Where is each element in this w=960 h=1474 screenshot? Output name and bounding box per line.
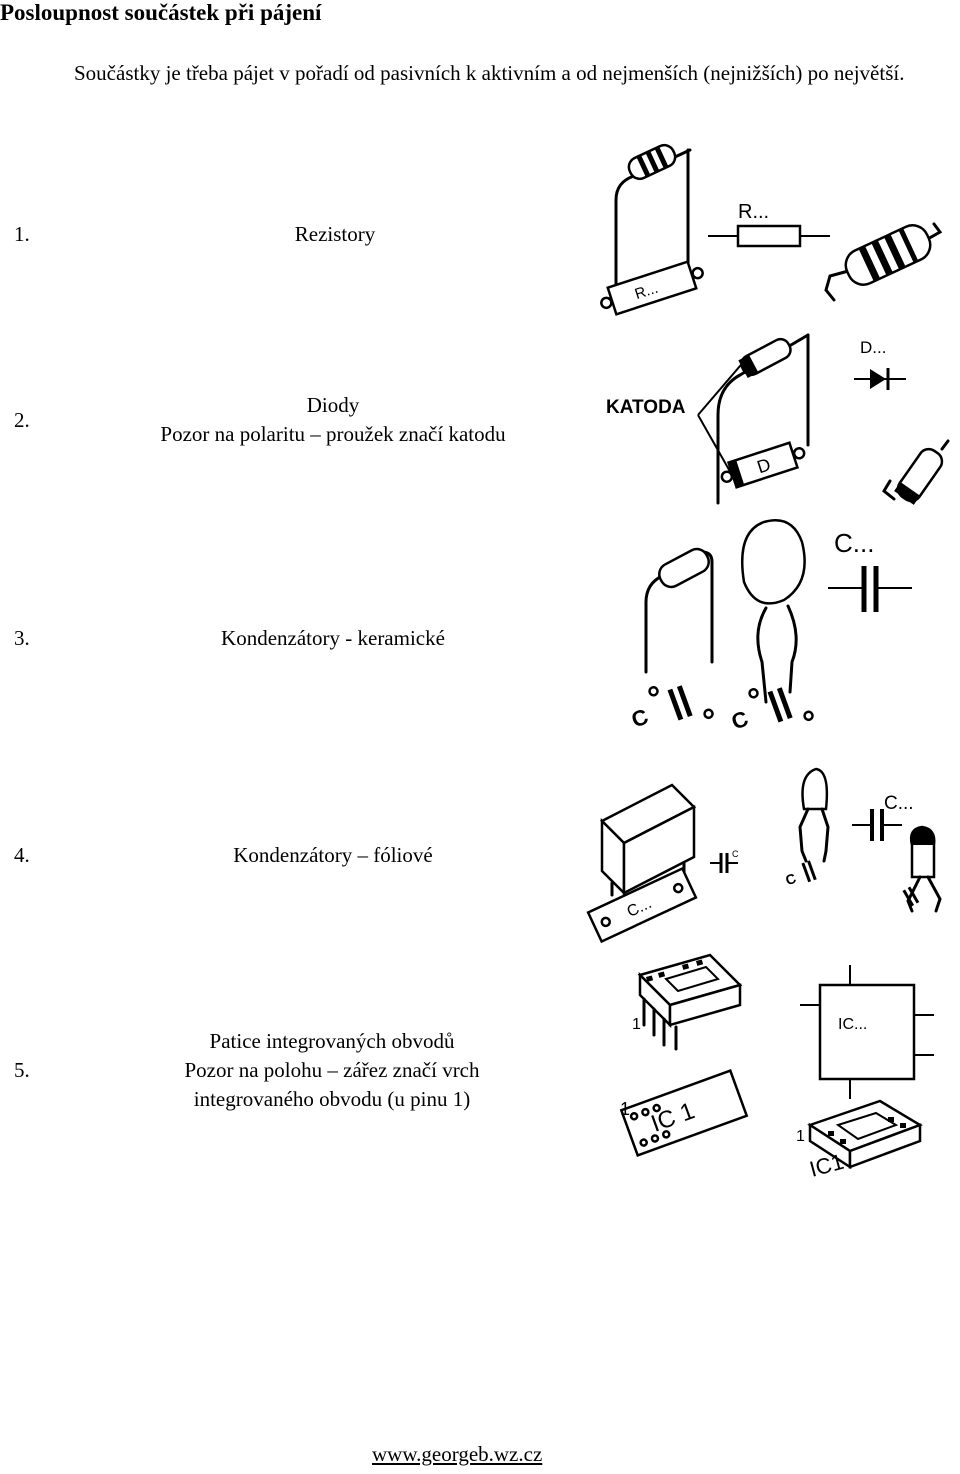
section-5-line-2: Pozor na polohu – zářez značí vrch	[184, 1058, 480, 1082]
section-1-number: 1.	[14, 222, 30, 246]
diode-symbol-label: D...	[860, 338, 886, 357]
ceramic-board-b-label: C	[728, 706, 752, 735]
section-3-number: 3.	[14, 626, 30, 650]
section-3-label: Kondenzátory - keramické	[221, 626, 445, 650]
section-5-label: Patice integrovaných obvodů Pozor na pol…	[140, 1027, 524, 1114]
film-capacitor-illustration: C... C C C...	[586, 767, 942, 944]
film-symbol-label: C...	[884, 793, 914, 814]
page-title: Posloupnost součástek při pájení	[0, 0, 322, 25]
diode-illustration: KATODA D D...	[606, 333, 950, 505]
section-1-label: Rezistory	[294, 222, 376, 246]
intro-paragraph: Součástky je třeba pájet v pořadí od pas…	[74, 61, 905, 85]
section-4-number: 4.	[14, 843, 30, 867]
resistor-illustration: R... R...	[600, 143, 943, 316]
section-2-label: Diody Pozor na polaritu – proužek značí …	[110, 391, 556, 449]
ic-symbol-label: IC...	[838, 1016, 867, 1033]
section-5-line-1: Patice integrovaných obvodů	[209, 1029, 455, 1053]
section-2-number: 2.	[14, 408, 30, 432]
section-2-line-2: Pozor na polaritu – proužek značí katodu	[160, 422, 506, 446]
footer-link[interactable]: www.georgeb.wz.cz	[372, 1442, 543, 1466]
film-small-b-label: C	[783, 870, 798, 888]
resistor-board-label: R...	[633, 280, 660, 303]
section-4-label: Kondenzátory – fóliové	[233, 843, 433, 867]
ic-pin1-c-label: 1	[796, 1128, 805, 1145]
katoda-label: KATODA	[606, 397, 686, 418]
section-5-line-3: integrovaného obvodu (u pinu 1)	[193, 1087, 471, 1111]
diode-board-label: D	[755, 454, 774, 477]
section-5-number: 5.	[14, 1058, 30, 1082]
ic-pin1-a-label: 1	[632, 1016, 641, 1033]
ic-board-b-label: IC1	[807, 1149, 847, 1182]
resistor-symbol-label: R...	[738, 201, 769, 223]
ceramic-symbol-label: C...	[834, 528, 874, 558]
ic-pin1-b-label: 1	[620, 1099, 630, 1119]
ceramic-capacitor-illustration: C... C C	[628, 519, 912, 735]
film-small-a-label: C	[732, 849, 739, 859]
section-2-line-1: Diody	[306, 393, 360, 417]
ceramic-board-a-label: C	[628, 704, 652, 733]
ic-socket-illustration: 1 IC... IC 1 1 1 IC1	[619, 953, 934, 1182]
